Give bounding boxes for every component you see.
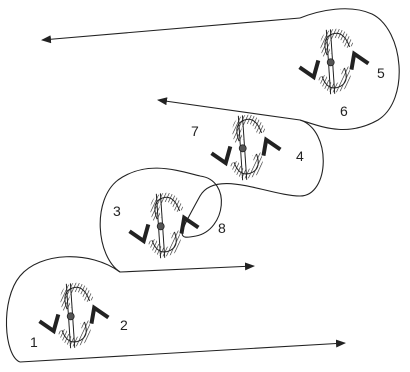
motif-unit-4 [291, 20, 375, 102]
label-6: 6 [340, 103, 348, 119]
motif-unit-1 [31, 274, 115, 356]
label-8: 8 [218, 220, 226, 236]
loop-1-upper-return [120, 266, 254, 272]
label-5: 5 [377, 65, 385, 81]
label-7: 7 [191, 123, 199, 139]
label-3: 3 [113, 203, 121, 219]
label-2: 2 [120, 317, 128, 333]
motif-unit-3 [203, 106, 287, 188]
bottom-arrow-line [20, 343, 345, 362]
label-1: 1 [30, 334, 38, 350]
top-arrow-line [42, 18, 300, 40]
label-4: 4 [296, 148, 304, 164]
motif-unit-2 [121, 184, 205, 266]
middle-arrow-line [158, 100, 300, 120]
loop-3-outline [182, 120, 323, 237]
